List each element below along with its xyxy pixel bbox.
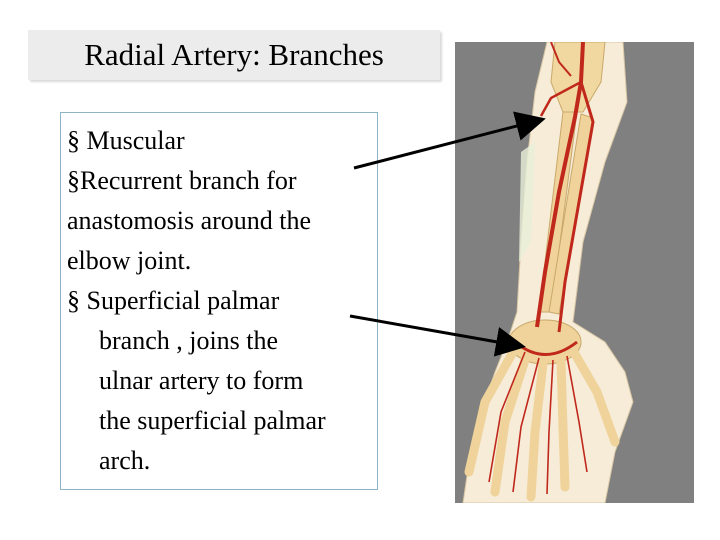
bullet-superficial-palmar: § Superficial palmar [67,286,280,315]
text-line: branch , joins the [99,326,279,355]
text-box: § Muscular §Recurrent branch for anastom… [60,112,378,490]
text-line: anastomosis around the [67,206,312,235]
forearm-anatomy-image [455,42,694,503]
text-line: ulnar artery to form [99,366,304,395]
text-line: arch. [99,446,151,475]
bullet-muscular: § Muscular [67,126,185,155]
text-line: elbow joint. [67,246,192,275]
bullet-text: § Muscular §Recurrent branch for anastom… [67,121,373,481]
forearm-illustration [462,42,634,503]
bullet-recurrent: §Recurrent branch for [67,166,297,195]
title-box: Radial Artery: Branches [28,30,440,80]
slide-title: Radial Artery: Branches [84,37,384,72]
text-line: the superficial palmar [99,406,326,435]
